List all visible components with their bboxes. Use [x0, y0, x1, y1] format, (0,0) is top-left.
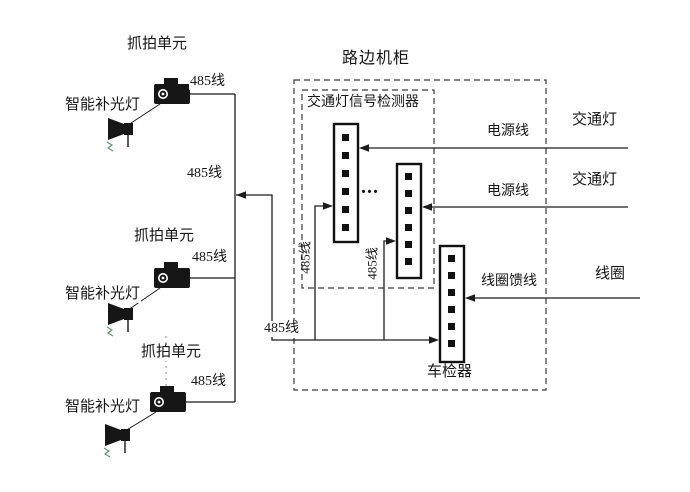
power-wire-label-2: 电源线: [486, 184, 530, 201]
traffic-light-label-1: 交通灯: [571, 112, 619, 130]
power-wire-label-1: 电源线: [486, 124, 530, 141]
terminal-block-2: [395, 162, 423, 280]
bus-485-label: 485线: [263, 321, 300, 338]
wire-485-label-1: 485线: [189, 74, 226, 91]
camera-icon: [149, 385, 187, 413]
capture-unit-1-label: 抓拍单元: [126, 36, 189, 54]
traffic-light-detector-box: [301, 89, 435, 289]
arrowheads: [236, 144, 475, 344]
trunk-485-label: 485线: [186, 166, 223, 183]
wire-camera1-light: [127, 103, 161, 126]
wire-485-label-3: 485线: [190, 374, 227, 391]
fill-light-icon: [106, 302, 134, 337]
arrow-to-block2: [386, 237, 396, 245]
wire-camera3-light: [124, 411, 157, 432]
fill-light-label-2: 智能补光灯: [64, 286, 142, 304]
capture-unit-2-label: 抓拍单元: [133, 228, 196, 246]
coil-label: 线圈: [594, 266, 627, 284]
roadside-cabinet-box: [293, 79, 547, 391]
arrow-power1: [359, 144, 369, 152]
wire-riser2-485: [383, 240, 389, 340]
wires: [124, 93, 640, 432]
wire-bus-485: [236, 194, 436, 341]
ellipsis-text: ...: [361, 176, 379, 198]
detector-box-title: 交通灯信号检测器: [306, 95, 420, 112]
cabinet-title: 路边机柜: [341, 50, 412, 69]
wire-riser1-485: [314, 205, 326, 340]
wire-camera2-light: [127, 287, 161, 311]
fill-light-label-3: 智能补光灯: [64, 399, 142, 417]
coil-feeder-label: 线圈馈线: [480, 274, 538, 291]
terminal-block-1: [332, 122, 360, 244]
fill-light-icon: [106, 117, 134, 152]
capture-unit-3-label: 抓拍单元: [140, 344, 203, 362]
vehicle-detector-label: 车检器: [426, 364, 474, 382]
arrow-power2: [422, 203, 432, 211]
wire-485-label-2: 485线: [191, 250, 228, 267]
fill-light-icon: [103, 423, 131, 458]
vehicle-detector-block: [438, 244, 466, 364]
fill-light-label-1: 智能补光灯: [64, 97, 142, 115]
camera-icon: [153, 261, 191, 289]
arrow-to-trunk: [236, 191, 246, 199]
riser-485-label-2: 485线: [364, 247, 380, 280]
arrow-coil: [465, 294, 475, 302]
traffic-light-label-2: 交通灯: [571, 172, 619, 190]
camera-icon: [153, 77, 191, 105]
arrow-to-vehicle-detector: [429, 336, 439, 344]
arrow-to-block1: [323, 202, 333, 210]
riser-485-label-1: 485线: [297, 241, 313, 274]
